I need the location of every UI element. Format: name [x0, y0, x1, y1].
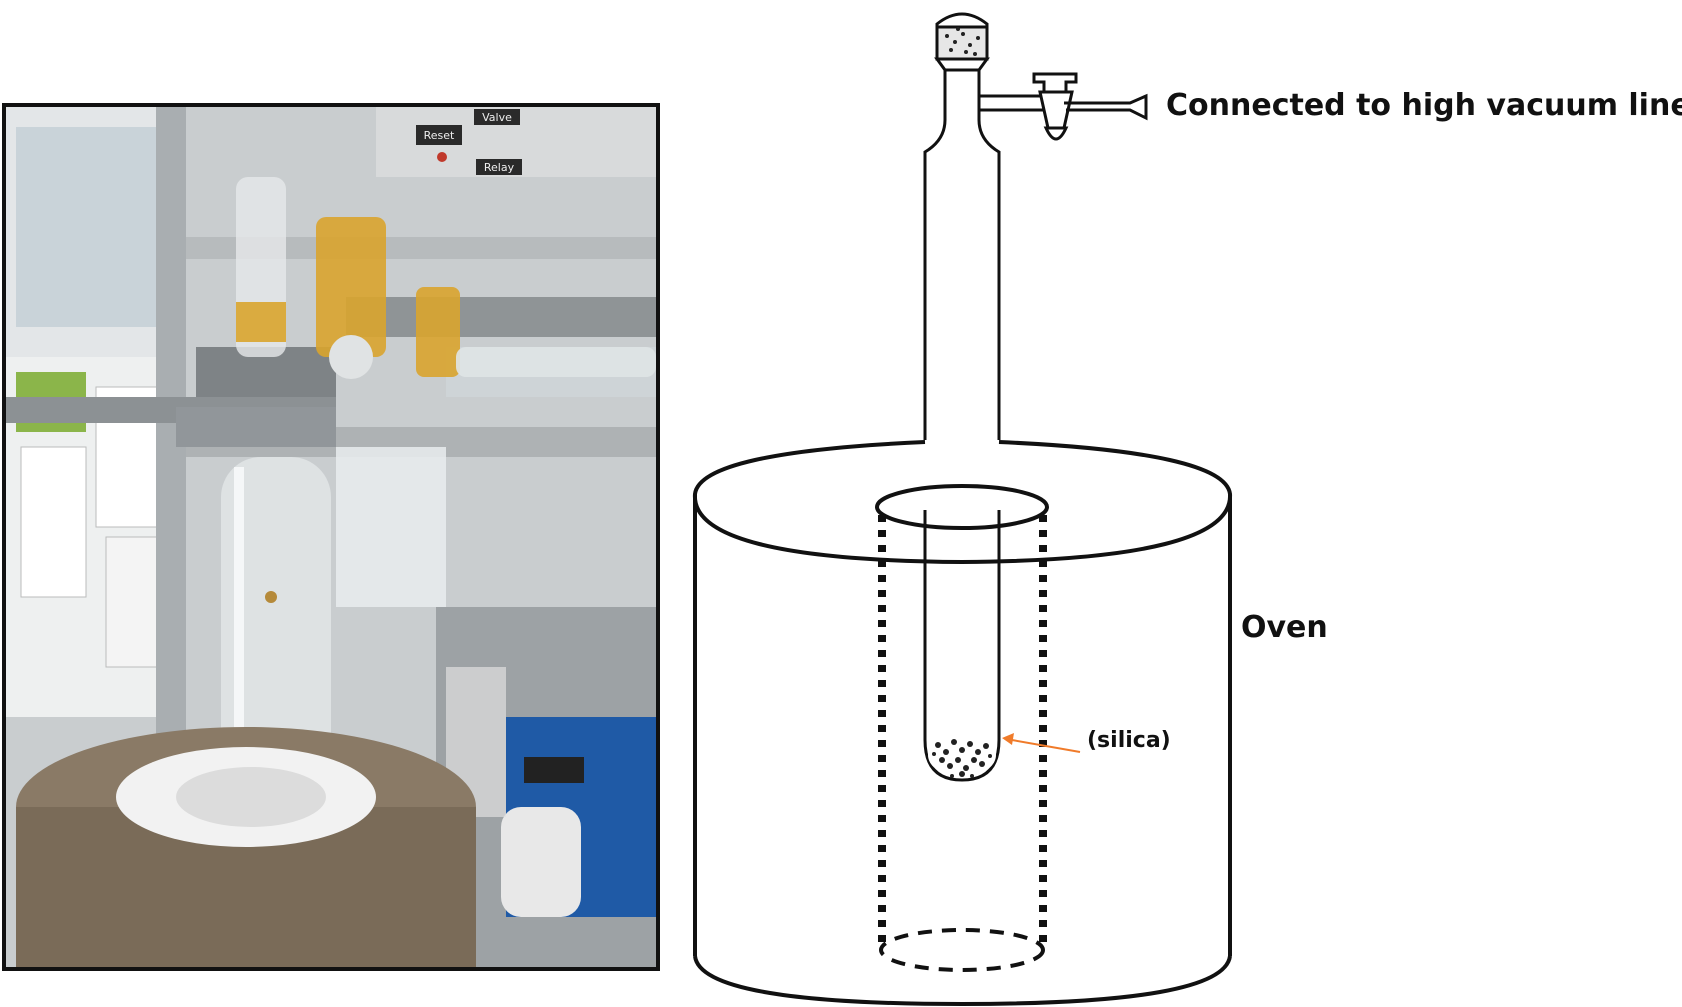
apparatus-schematic: [692, 12, 1233, 1007]
oven-well: [878, 515, 1047, 972]
glass-tube: [221, 457, 331, 817]
glass-tube: [923, 70, 1001, 782]
silica-sample: [928, 733, 996, 778]
reset-button: [416, 125, 462, 145]
valve-button: [474, 109, 520, 125]
oven-label: Oven: [1241, 610, 1328, 645]
relay-label: Relay: [484, 161, 515, 174]
window: [16, 127, 166, 327]
valve-label: Valve: [482, 111, 512, 124]
vacuum-line-label: Connected to high vacuum line: [1166, 88, 1682, 123]
frame-rail: [346, 297, 656, 337]
stopcock-key: [1032, 72, 1078, 94]
oven-opening: [875, 484, 1049, 530]
vacuum-side-arm: [979, 72, 1148, 141]
stopper-texture: [945, 27, 980, 56]
amber-stopcock: [316, 217, 386, 357]
frame-rail: [186, 237, 656, 259]
oven: [692, 440, 1233, 1007]
oven-top-rim: [692, 440, 1233, 565]
apparatus-photo: Reset Valve Relay: [2, 103, 660, 971]
relay-button: [476, 159, 522, 175]
reset-label: Reset: [424, 129, 455, 142]
tube-stopper: [934, 12, 990, 72]
silica-arrow: [1002, 733, 1081, 753]
silica-label: (silica): [1087, 728, 1171, 753]
oven-bottom: [693, 955, 1232, 1007]
